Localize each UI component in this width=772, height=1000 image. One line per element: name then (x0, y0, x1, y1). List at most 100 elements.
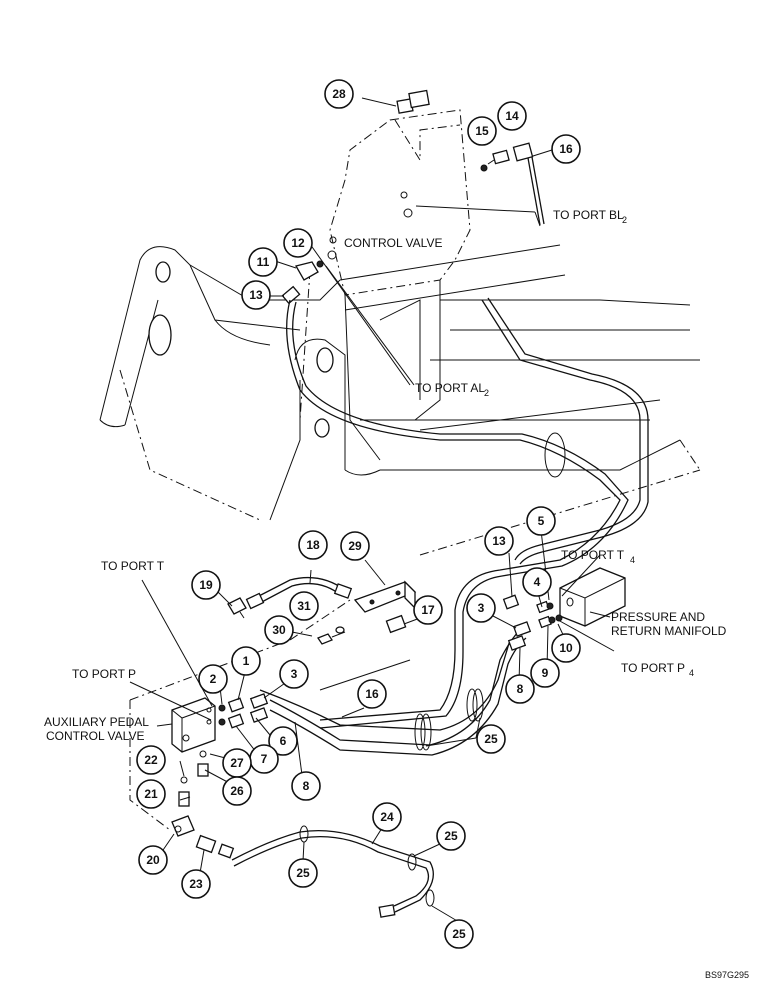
fitting-17 (385, 614, 407, 634)
svg-text:TO PORT P: TO PORT P (621, 661, 685, 675)
svg-text:AUXILIARY PEDAL: AUXILIARY PEDAL (44, 715, 149, 729)
fitting-11-12 (271, 259, 324, 281)
svg-text:23: 23 (189, 877, 203, 891)
svg-text:7: 7 (261, 752, 268, 766)
callout-25-right: 25 (436, 821, 466, 851)
svg-text:26: 26 (230, 784, 244, 798)
manifold-fittings (502, 594, 563, 651)
svg-text:4: 4 (630, 555, 635, 565)
callout-25-bottom: 25 (444, 919, 474, 949)
svg-text:CONTROL VALVE: CONTROL VALVE (46, 729, 144, 743)
callout-15: 15 (467, 116, 497, 146)
svg-text:25: 25 (484, 732, 498, 746)
callout-24: 24 (372, 802, 402, 832)
svg-text:31: 31 (297, 599, 311, 613)
callout-22: 22 (136, 745, 166, 775)
to-port-bl2-label: TO PORT BL 2 (553, 208, 627, 225)
callout-12: 12 (283, 228, 313, 258)
svg-text:11: 11 (257, 255, 270, 269)
svg-text:24: 24 (380, 810, 394, 824)
svg-text:3: 3 (291, 667, 298, 681)
callout-27: 27 (222, 748, 252, 778)
control-valve (327, 109, 471, 461)
clamps-25 (414, 688, 484, 751)
callout-28: 28 (324, 79, 354, 109)
to-port-p4-label: TO PORT P 4 (621, 661, 694, 678)
callout-8-right: 8 (505, 674, 535, 704)
fitting-28 (361, 89, 430, 114)
callout-10: 10 (551, 633, 581, 663)
fitting-23 (195, 834, 235, 859)
callout-25-upper: 25 (476, 724, 506, 754)
to-port-p-label: TO PORT P (72, 667, 136, 681)
svg-text:1: 1 (243, 654, 250, 668)
callout-23: 23 (181, 869, 211, 899)
callout-9: 9 (530, 658, 560, 688)
control-valve-label: CONTROL VALVE (344, 236, 442, 250)
svg-text:18: 18 (306, 538, 320, 552)
callout-31: 31 (289, 591, 319, 621)
svg-text:12: 12 (291, 236, 305, 250)
svg-text:22: 22 (144, 753, 158, 767)
callout-17: 17 (413, 595, 443, 625)
svg-text:RETURN MANIFOLD: RETURN MANIFOLD (611, 624, 727, 638)
callout-26: 26 (222, 776, 252, 806)
callout-19: 19 (191, 570, 221, 600)
svg-text:8: 8 (517, 682, 524, 696)
to-port-al2-label: TO PORT AL 2 (415, 381, 489, 398)
to-port-t-label: TO PORT T (101, 559, 165, 573)
fitting-13-top (268, 285, 301, 305)
svg-text:17: 17 (421, 603, 435, 617)
figure-code: BS97G295 (705, 970, 749, 980)
callout-21: 21 (136, 779, 166, 809)
svg-text:PRESSURE AND: PRESSURE AND (611, 610, 705, 624)
svg-text:15: 15 (475, 124, 489, 138)
svg-text:16: 16 (559, 142, 573, 156)
svg-text:16: 16 (365, 687, 379, 701)
svg-text:28: 28 (332, 87, 346, 101)
callout-3-right: 3 (466, 593, 496, 623)
hose-24 (231, 825, 435, 918)
callout-16-top: 16 (551, 134, 581, 164)
svg-text:6: 6 (280, 734, 287, 748)
svg-text:3: 3 (478, 601, 485, 615)
svg-text:2: 2 (622, 215, 627, 225)
hose-16 (527, 149, 553, 226)
svg-text:19: 19 (199, 578, 213, 592)
svg-text:25: 25 (452, 927, 466, 941)
callout-25-lower-left: 25 (288, 858, 318, 888)
loader-frame (99, 244, 701, 556)
callout-1: 1 (231, 646, 261, 676)
svg-text:5: 5 (538, 514, 545, 528)
callout-20: 20 (138, 845, 168, 875)
callout-11: 11 (248, 247, 278, 277)
leader-lines (156, 529, 615, 923)
svg-text:27: 27 (230, 756, 244, 770)
callout-30: 30 (264, 615, 294, 645)
aux-pedal-valve-label: AUXILIARY PEDAL CONTROL VALVE (44, 715, 149, 743)
svg-text:30: 30 (272, 623, 286, 637)
callout-29: 29 (340, 531, 370, 561)
svg-text:25: 25 (444, 829, 458, 843)
fitting-14-15 (480, 142, 534, 172)
callout-5: 5 (526, 506, 556, 536)
hose-18 (245, 576, 353, 610)
callout-4: 4 (522, 567, 552, 597)
svg-text:21: 21 (144, 787, 158, 801)
svg-text:25: 25 (296, 866, 310, 880)
manifold-label: PRESSURE AND RETURN MANIFOLD (611, 610, 727, 638)
svg-text:8: 8 (303, 779, 310, 793)
svg-text:10: 10 (559, 641, 573, 655)
svg-text:20: 20 (146, 853, 160, 867)
callout-18: 18 (298, 530, 328, 560)
svg-text:2: 2 (484, 388, 489, 398)
callout-7: 7 (249, 744, 279, 774)
svg-text:TO PORT AL: TO PORT AL (415, 381, 485, 395)
svg-text:13: 13 (492, 534, 506, 548)
bracket-29 (353, 580, 417, 613)
fitting-20 (171, 815, 195, 837)
fitting-19 (227, 597, 247, 619)
svg-text:TO PORT BL: TO PORT BL (553, 208, 624, 222)
aux-pedal-valve (171, 697, 216, 753)
